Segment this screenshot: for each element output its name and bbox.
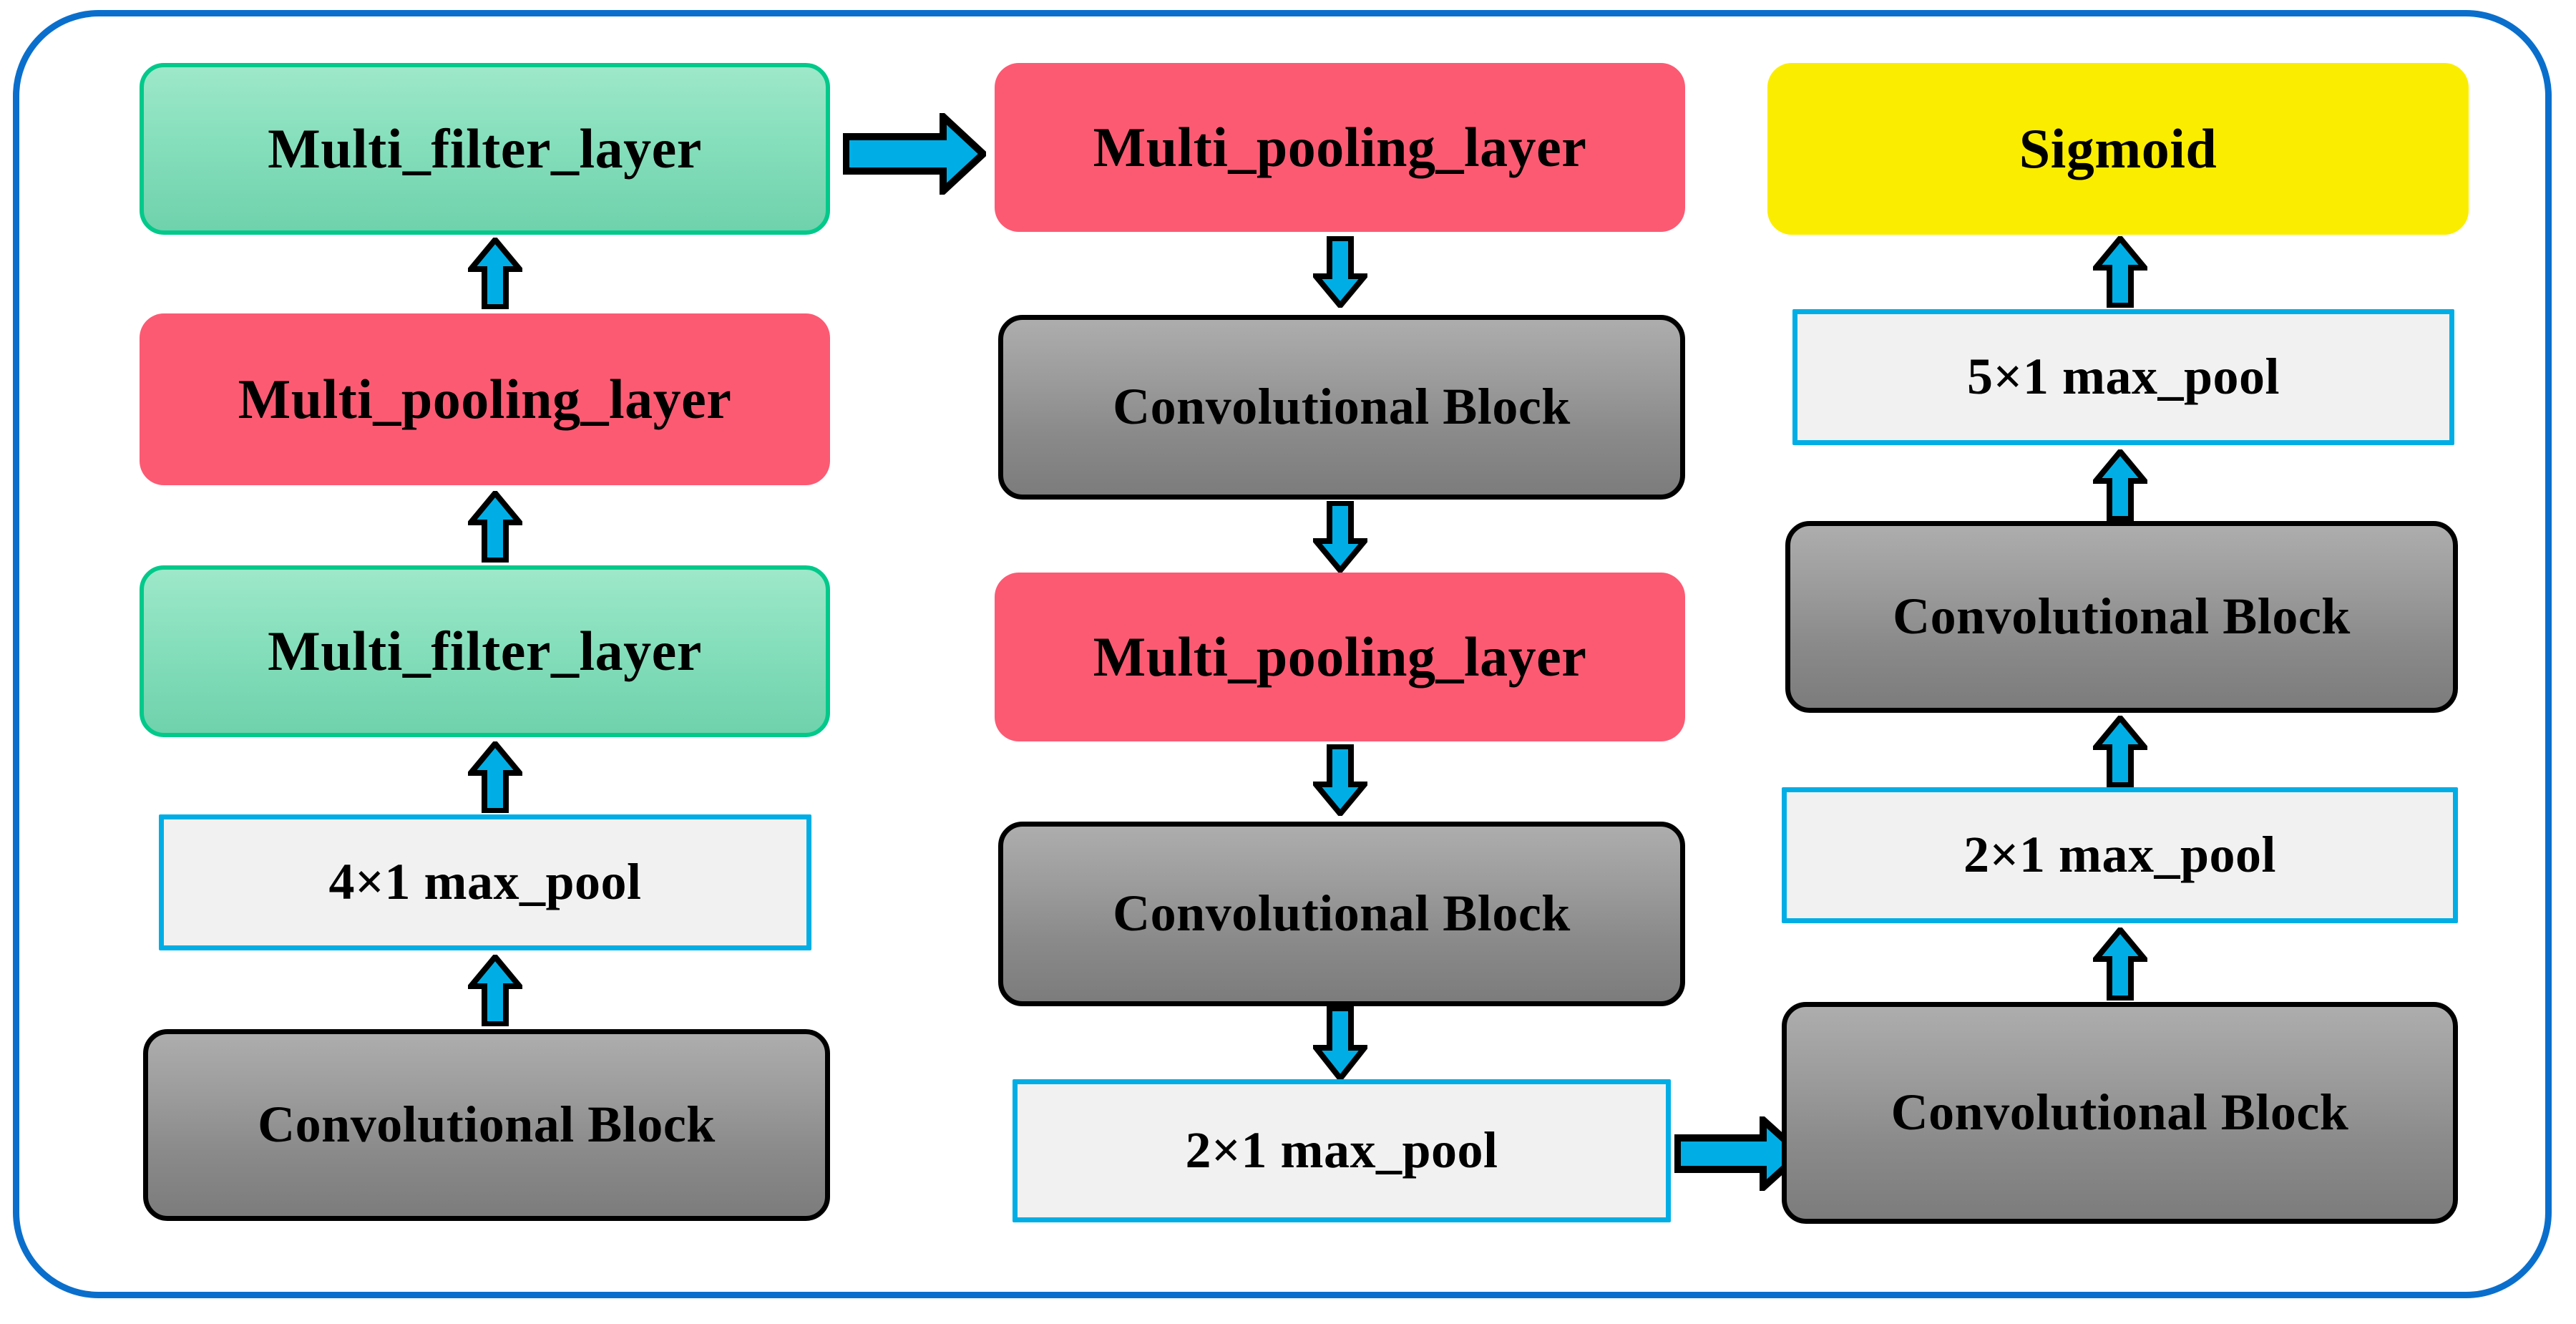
arrow-cross-1-right [843,113,986,195]
arrow-right-4-up [2093,236,2147,308]
node-label: Multi_filter_layer [268,620,702,683]
node-label: 2×1 max_pool [1963,826,2277,884]
outer-frame-border [13,10,2552,1298]
arrow-mid-1-down [1313,236,1367,308]
node-left-multi-pooling[interactable]: Multi_pooling_layer [140,313,830,485]
arrow-left-2-up [468,741,522,813]
node-left-multi-filter-top[interactable]: Multi_filter_layer [140,63,830,235]
node-right-conv-block-bottom[interactable]: Convolutional Block [1782,1002,2458,1224]
arrow-right-1-up [2093,928,2147,1001]
arrow-left-1-up [468,955,522,1026]
node-mid-conv-block-bottom[interactable]: Convolutional Block [998,822,1685,1006]
node-mid-multi-pooling-bottom[interactable]: Multi_pooling_layer [995,573,1685,741]
node-label: Multi_pooling_layer [1093,626,1587,688]
node-right-max-pool-bottom[interactable]: 2×1 max_pool [1782,787,2458,923]
arrow-right-3-up [2093,449,2147,521]
node-mid-multi-pooling-top[interactable]: Multi_pooling_layer [995,63,1685,232]
node-label: 5×1 max_pool [1966,348,2280,406]
arrow-right-2-up [2093,716,2147,787]
node-label: 2×1 max_pool [1185,1121,1498,1179]
node-label: Convolutional Block [1893,588,2351,646]
node-mid-max-pool[interactable]: 2×1 max_pool [1013,1079,1671,1222]
node-right-conv-block-top[interactable]: Convolutional Block [1785,521,2458,713]
arrow-left-4-up [468,238,522,309]
node-label: 4×1 max_pool [328,853,642,911]
node-label: Multi_pooling_layer [1093,116,1587,179]
node-label: Convolutional Block [1890,1084,2349,1142]
node-label: Sigmoid [2019,117,2218,180]
node-mid-conv-block-top[interactable]: Convolutional Block [998,315,1685,500]
arrow-left-3-up [468,491,522,563]
node-left-conv-block[interactable]: Convolutional Block [143,1029,830,1221]
node-label: Multi_filter_layer [268,117,702,180]
node-right-sigmoid[interactable]: Sigmoid [1767,63,2469,235]
arrow-mid-2-down [1313,501,1367,573]
node-left-multi-filter-bottom[interactable]: Multi_filter_layer [140,565,830,737]
node-right-max-pool-top[interactable]: 5×1 max_pool [1792,309,2454,445]
node-left-max-pool[interactable]: 4×1 max_pool [159,814,811,950]
node-label: Multi_pooling_layer [238,368,732,431]
arrow-mid-3-down [1313,744,1367,816]
node-label: Convolutional Block [1113,885,1571,943]
arrow-mid-4-down [1313,1006,1367,1081]
node-label: Convolutional Block [1113,378,1571,436]
node-label: Convolutional Block [258,1096,716,1154]
